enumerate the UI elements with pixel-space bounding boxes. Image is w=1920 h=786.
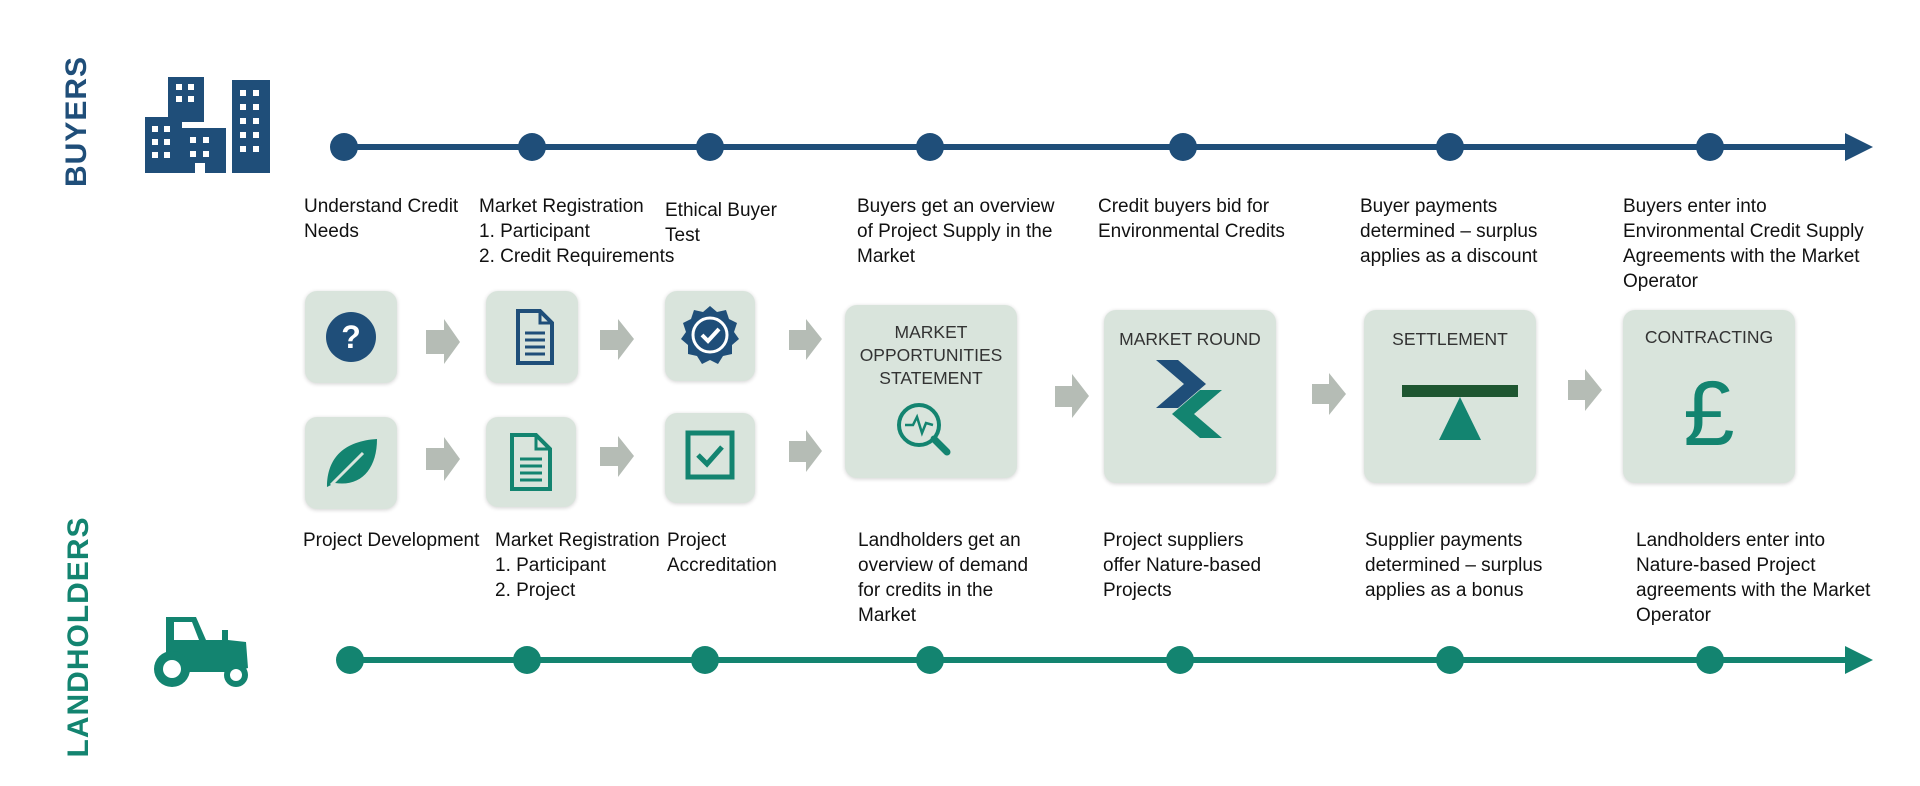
buyer-step-6-text: Buyer payments determined – surplus appl… bbox=[1360, 196, 1538, 267]
buyer-step-4-text: Buyers get an overview of Project Supply… bbox=[857, 196, 1055, 267]
buyer-step-3-text: Ethical Buyer Test bbox=[665, 200, 777, 246]
buyer-step-5-text: Credit buyers bid for Environmental Cred… bbox=[1098, 196, 1285, 242]
landholder-step-1-text: Project Development bbox=[303, 530, 480, 551]
pound-sign-icon: £ bbox=[1683, 363, 1734, 465]
flow-arrow bbox=[426, 319, 460, 364]
understand-needs-box: ? bbox=[305, 291, 397, 383]
flow-arrow bbox=[1312, 373, 1346, 415]
flow-arrow bbox=[600, 319, 634, 360]
flow-arrow bbox=[789, 430, 822, 472]
buyer-registration-box bbox=[486, 291, 578, 383]
landholder-step-5-text: Project suppliers offer Nature-based Pro… bbox=[1103, 530, 1262, 601]
magnifier-chart-icon bbox=[897, 403, 951, 456]
settlement-box: SETTLEMENT bbox=[1364, 310, 1536, 483]
market-opportunities-box: MARKET OPPORTUNITIES STATEMENT bbox=[845, 305, 1017, 478]
landholder-step-2-text: Market Registration 1. Participant 2. Pr… bbox=[495, 530, 660, 601]
buyer-step-1-text: Understand Credit Needs bbox=[304, 196, 459, 242]
landholder-step-3-text: Project Accreditation bbox=[667, 530, 777, 576]
landholder-step-7-text: Landholders enter into Nature-based Proj… bbox=[1636, 530, 1871, 626]
settlement-title: SETTLEMENT bbox=[1392, 329, 1508, 349]
leaf-icon bbox=[327, 439, 377, 487]
landholder-step-4-text: Landholders get an overview of demand fo… bbox=[858, 530, 1029, 626]
ethical-buyer-box bbox=[665, 291, 755, 381]
land-registration-box bbox=[486, 417, 576, 507]
project-development-box bbox=[305, 417, 397, 509]
balance-scale-icon bbox=[1402, 385, 1518, 440]
contracting-title: CONTRACTING bbox=[1644, 327, 1774, 347]
flow-arrow bbox=[426, 437, 460, 481]
buyer-step-2-text: Market Registration 1. Participant 2. Cr… bbox=[479, 196, 675, 267]
checkbox-icon bbox=[685, 430, 735, 480]
document-icon bbox=[516, 309, 554, 365]
verified-badge-icon bbox=[681, 306, 739, 364]
buyers-label: BUYERS bbox=[60, 55, 93, 187]
flow-arrow bbox=[1055, 374, 1089, 418]
document-icon bbox=[510, 433, 552, 491]
flow-arrow bbox=[789, 319, 822, 360]
svg-text:£: £ bbox=[1683, 363, 1734, 465]
market-round-box: MARKET ROUND bbox=[1104, 310, 1276, 483]
svg-text:?: ? bbox=[341, 319, 361, 355]
question-icon: ? bbox=[326, 312, 376, 362]
market-opportunities-title: MARKET OPPORTUNITIES STATEMENT bbox=[859, 322, 1003, 388]
bid-arrows-icon bbox=[1156, 360, 1222, 438]
contracting-box: CONTRACTING £ bbox=[1623, 310, 1795, 483]
buyer-step-7-text: Buyers enter into Environmental Credit S… bbox=[1623, 196, 1864, 292]
market-round-title: MARKET ROUND bbox=[1119, 329, 1261, 349]
accreditation-box bbox=[665, 413, 755, 503]
landholder-step-6-text: Supplier payments determined – surplus a… bbox=[1365, 530, 1543, 601]
flow-arrow bbox=[1568, 369, 1602, 411]
landholders-label: LANDHOLDERS bbox=[62, 516, 95, 758]
flow-arrow bbox=[600, 436, 634, 477]
